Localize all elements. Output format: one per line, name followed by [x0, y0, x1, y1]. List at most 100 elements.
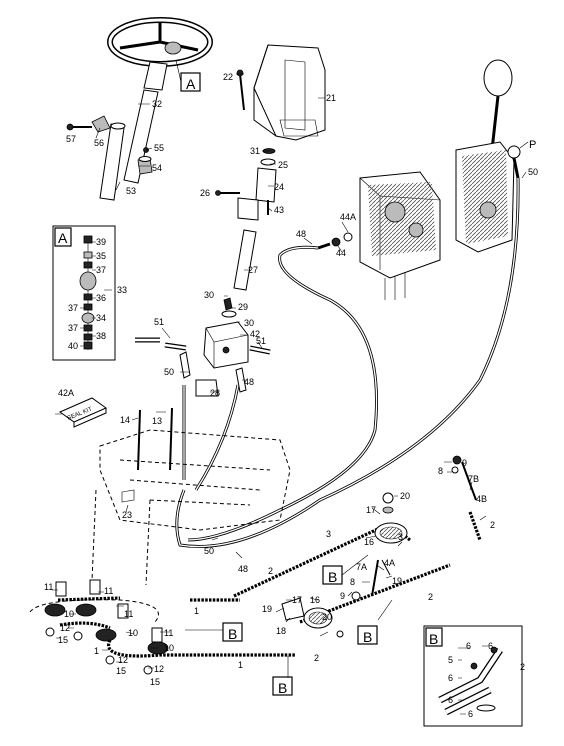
hydraulic-pump: [317, 171, 441, 300]
part-label: 50: [204, 546, 214, 556]
part-label: 31: [250, 146, 260, 156]
part-label: 36: [96, 293, 106, 303]
part-label: 2: [490, 520, 495, 530]
callout-b-1: B: [328, 569, 337, 585]
part-label: 9: [340, 591, 345, 601]
part-label: 1: [238, 660, 243, 670]
part-label: 9: [462, 458, 467, 468]
part-label: 42: [250, 329, 260, 339]
callout-a-detail: A: [58, 230, 68, 246]
part-label: 51: [256, 336, 266, 346]
part-label: 4A: [384, 558, 395, 568]
part-label: 40: [68, 341, 78, 351]
part-label: 17: [366, 505, 376, 515]
part-label: 25: [278, 160, 288, 170]
steering-wheel: [107, 17, 213, 67]
part-label: 7A: [356, 562, 367, 572]
part-label: 12: [60, 623, 70, 633]
part-label: 17: [292, 595, 302, 605]
right-sprockets: [281, 455, 477, 638]
part-label: 4B: [476, 494, 487, 504]
part-label: 26: [200, 188, 210, 198]
part-label: 2: [428, 592, 433, 602]
upper-column-parts: [215, 148, 277, 291]
part-label: 50: [164, 367, 174, 377]
part-label: 39: [96, 237, 106, 247]
part-label: 6: [466, 641, 471, 651]
part-label: 10: [164, 643, 174, 653]
part-label: 43: [274, 205, 284, 215]
part-label: 15: [150, 677, 160, 687]
steering-valve: [135, 297, 271, 397]
seal-kit-number: 42A: [58, 388, 74, 398]
part-label: 33: [117, 285, 127, 295]
part-label: 6: [448, 673, 453, 683]
part-label: 11: [44, 582, 53, 592]
part-label: 30: [204, 290, 214, 300]
callout-a-main: A: [186, 76, 196, 92]
part-label: 55: [154, 143, 164, 153]
part-label: 24: [274, 182, 284, 192]
steering-column: [66, 61, 168, 201]
callout-b-2: B: [228, 626, 237, 642]
part-label: 1: [194, 606, 199, 616]
part-label: 54: [152, 163, 162, 173]
part-label: 48: [244, 377, 254, 387]
part-label: 2: [268, 566, 273, 576]
part-label: 30: [244, 318, 254, 328]
part-label: 12: [154, 664, 164, 674]
part-label: 3: [326, 529, 331, 539]
part-label: 18: [276, 626, 286, 636]
part-label: 53: [126, 186, 136, 196]
part-label: 34: [96, 313, 106, 323]
part-label: 10: [128, 628, 138, 638]
part-label: 5: [448, 655, 453, 665]
part-label: 6: [488, 641, 493, 651]
part-label: 57: [66, 134, 76, 144]
part-label: 15: [116, 666, 126, 676]
part-label: 7B: [468, 474, 479, 484]
callout-b-3: B: [363, 629, 372, 645]
part-label: 38: [96, 331, 106, 341]
part-label: 20: [400, 491, 410, 501]
detail-a-box: [52, 225, 116, 361]
part-label: 44: [336, 248, 346, 258]
part-label: 37: [96, 265, 106, 275]
part-label: 13: [152, 416, 162, 426]
drive-chains: [57, 511, 482, 658]
console-bracket: [236, 44, 326, 141]
part-label: 29: [238, 302, 248, 312]
part-label: 6: [448, 695, 453, 705]
part-label: 48: [238, 564, 248, 574]
part-label: 2: [520, 662, 525, 672]
part-label: 50: [528, 167, 538, 177]
part-label: 21: [326, 93, 336, 103]
part-label: 11: [164, 628, 173, 638]
part-label: 2: [314, 653, 319, 663]
part-label: 19: [262, 604, 272, 614]
detail-b-box: [423, 625, 523, 727]
part-label: 51: [154, 317, 164, 327]
frame: [91, 407, 291, 586]
control-valve: [455, 59, 521, 253]
part-label: 12: [118, 655, 128, 665]
part-label: 22: [223, 72, 233, 82]
part-label: 6: [468, 709, 473, 719]
part-label: 14: [120, 415, 130, 425]
part-label: 23: [122, 510, 132, 520]
part-label: 1: [94, 646, 99, 656]
part-label: 11: [124, 609, 133, 619]
part-label: 16: [310, 595, 320, 605]
part-label: 8: [438, 466, 443, 476]
part-label: 20: [322, 612, 332, 622]
part-label: 32: [152, 99, 162, 109]
leader-lines: [52, 73, 529, 715]
seal-kit: [58, 397, 108, 428]
part-label: 10: [64, 609, 74, 619]
part-label: 56: [94, 138, 104, 148]
part-label: 19: [392, 576, 402, 586]
part-label: 44A: [340, 212, 356, 222]
callout-b-detail: B: [429, 631, 438, 647]
part-label: 37: [68, 303, 78, 313]
b-callout-boxes: [175, 59, 393, 696]
